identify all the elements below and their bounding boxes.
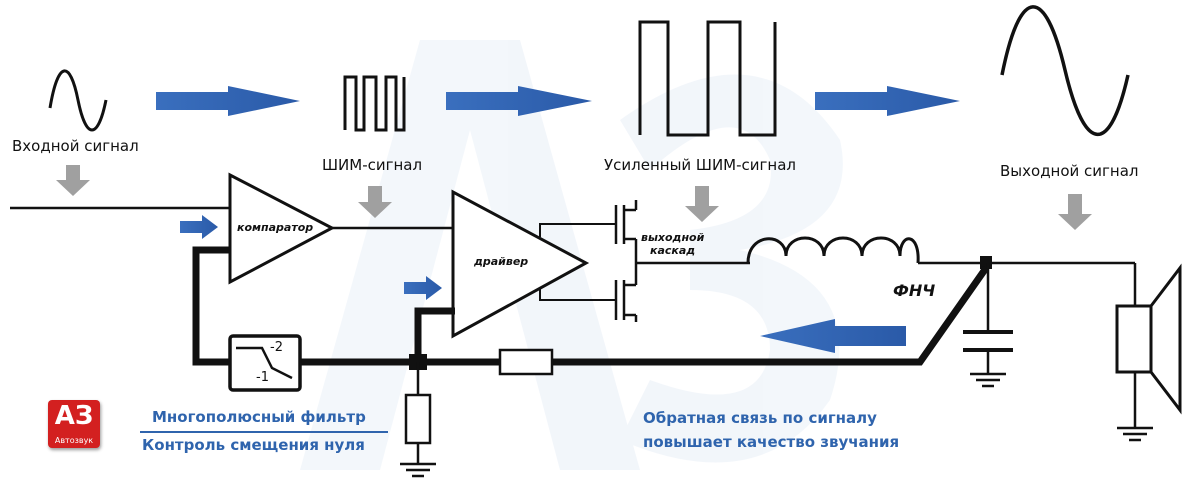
- caption-divider: [140, 431, 388, 433]
- amplified-pwm-label: Усиленный ШИМ-сигнал: [604, 156, 797, 174]
- grey-arrow-amplified: [685, 186, 719, 222]
- driver-feedback-wire: [414, 307, 455, 362]
- input-sine-wave: [48, 69, 108, 132]
- comparator-triangle: [228, 172, 336, 285]
- speaker-icon: [1115, 263, 1182, 415]
- input-arrow-comparator: [180, 215, 218, 239]
- output-sine-wave: [1000, 5, 1130, 137]
- bias-ground-icon: [400, 462, 436, 478]
- filter-loop-wire: [192, 246, 230, 366]
- output-stage-label-2: каскад: [650, 244, 696, 257]
- feedback-caption-1: Обратная связь по сигналу: [643, 409, 877, 427]
- filter-response-curve: [236, 346, 293, 380]
- driver-triangle: [451, 189, 590, 339]
- multipole-filter-caption: Многополюсный фильтр: [152, 408, 366, 426]
- comparator-label: компаратор: [237, 221, 314, 234]
- speaker-ground-icon: [1117, 426, 1153, 442]
- grey-arrow-output: [1058, 194, 1092, 230]
- bias-resistor: [404, 393, 432, 445]
- filter-gain-top: -2: [270, 340, 283, 355]
- lpf-inductor: [746, 236, 920, 264]
- zero-offset-caption: Контроль смещения нуля: [142, 436, 365, 454]
- filter-gain-bottom: -1: [256, 370, 269, 385]
- driver-label: драйвер: [474, 255, 529, 268]
- input-signal-label: Входной сигнал: [12, 137, 139, 155]
- flow-arrow-1: [156, 86, 300, 116]
- driver-upper-wire: [539, 223, 616, 237]
- flow-arrow-2: [446, 86, 592, 116]
- capacitor-ground-icon: [970, 372, 1006, 388]
- feedback-resistor: [498, 348, 554, 376]
- feedback-arrow: [760, 319, 906, 353]
- output-stage-transistors: [614, 200, 638, 322]
- logo-text: АЗ: [54, 401, 94, 431]
- flow-arrow-3: [815, 86, 960, 116]
- feedback-path: [552, 265, 989, 366]
- lpf-node: [980, 256, 992, 269]
- autozvuk-logo: АЗ Автозвук: [48, 400, 100, 448]
- logo-subtext: Автозвук: [54, 436, 94, 445]
- output-signal-label: Выходной сигнал: [1000, 162, 1139, 180]
- pwm-signal-label: ШИМ-сигнал: [322, 156, 423, 174]
- amplified-pwm-waveform: [638, 20, 777, 137]
- pwm-waveform: [343, 75, 406, 132]
- grey-arrow-pwm: [358, 186, 392, 218]
- input-arrow-driver: [404, 276, 442, 300]
- grey-arrow-input: [56, 165, 90, 196]
- output-stage-label-1: выходной: [641, 231, 705, 244]
- driver-lower-wire: [539, 289, 616, 301]
- feedback-caption-2: повышает качество звучания: [643, 433, 900, 451]
- lpf-label: ФНЧ: [893, 281, 936, 300]
